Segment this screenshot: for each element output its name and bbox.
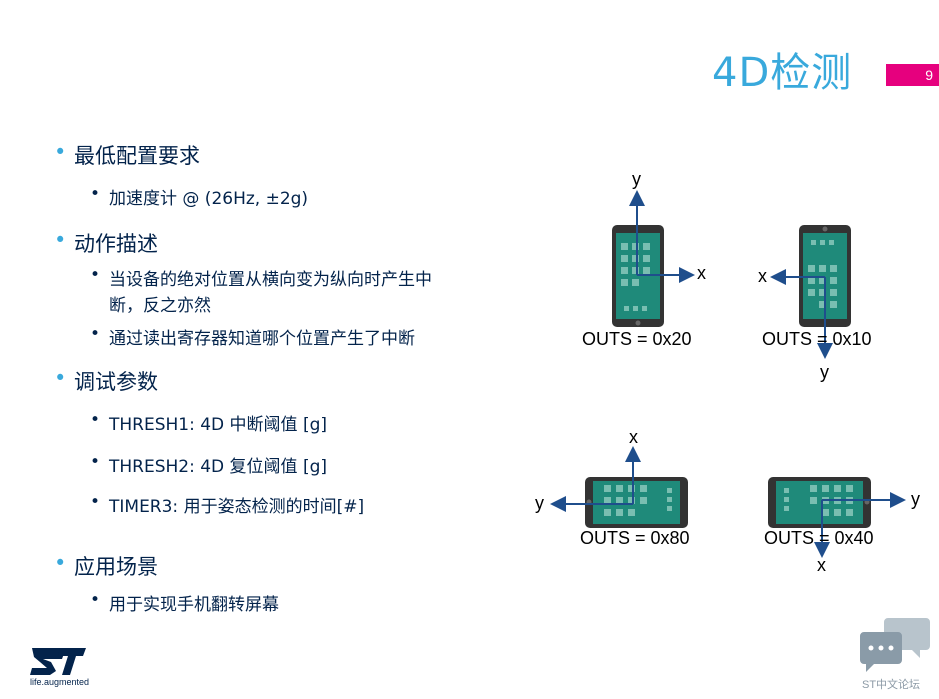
bullet-desc-continued: 断，反之亦然 (109, 296, 211, 316)
bullet-debug: 调试参数 (54, 366, 158, 396)
forum-label: ST中文论坛 (862, 679, 921, 691)
axis-label-x: x (629, 427, 638, 447)
axis-label-x: x (697, 263, 706, 283)
bullet-text: 用于实现手机翻转屏幕 (109, 595, 279, 615)
phone-4-label: OUTS = 0x40 (764, 528, 874, 548)
bullet-min-config: 最低配置要求 (54, 140, 200, 170)
logo-tagline: life.augmented (30, 677, 90, 687)
bullet-action: 动作描述 (54, 228, 158, 258)
bullet-accel: 加速度计 @ (26Hz, ±2g) (90, 184, 308, 209)
bullet-text: 当设备的绝对位置从横向变为纵向时产生中 (109, 270, 432, 290)
phone-1-label: OUTS = 0x20 (582, 329, 692, 349)
axis-label-x: x (817, 555, 826, 575)
bullet-text: 应用场景 (74, 555, 158, 579)
bullet-read-reg: 通过读出寄存器知道哪个位置产生了中断 (90, 324, 415, 349)
bullet-thresh2: THRESH2: 4D 复位阈值 [g] (90, 452, 327, 477)
bullet-app: 应用场景 (54, 551, 158, 581)
axis-label-x: x (758, 266, 767, 286)
phone-2-label: OUTS = 0x10 (762, 329, 872, 349)
bullet-thresh1: THRESH1: 4D 中断阈值 [g] (90, 410, 327, 435)
bullet-text: TIMER3: 用于姿态检测的时间[#] (109, 497, 365, 517)
page-title: 4D检测 (712, 50, 853, 96)
axis-label-y: y (911, 489, 920, 509)
bullet-text: 动作描述 (74, 232, 158, 256)
phone-3-label: OUTS = 0x80 (580, 528, 690, 548)
phone-landscape-right (768, 477, 871, 528)
axis-label-y: y (535, 493, 544, 513)
bullet-text: 通过读出寄存器知道哪个位置产生了中断 (109, 329, 415, 349)
bullet-text: 调试参数 (74, 370, 158, 394)
axis-label-y: y (632, 169, 641, 189)
bullet-text: THRESH2: 4D 复位阈值 [g] (109, 457, 328, 477)
chat-icon (860, 618, 930, 672)
bullet-text: 加速度计 @ (26Hz, ±2g) (109, 189, 309, 209)
st-logo (30, 648, 86, 675)
bullet-text: 最低配置要求 (74, 144, 200, 168)
bullet-desc: 当设备的绝对位置从横向变为纵向时产生中 (90, 265, 432, 290)
axis-label-y: y (820, 362, 829, 382)
page-number: 9 (886, 64, 939, 86)
phone-landscape-left (585, 477, 688, 528)
bullet-timer3: TIMER3: 用于姿态检测的时间[#] (90, 492, 364, 517)
bullet-app-desc: 用于实现手机翻转屏幕 (90, 590, 279, 615)
bullet-text: THRESH1: 4D 中断阈值 [g] (109, 415, 328, 435)
